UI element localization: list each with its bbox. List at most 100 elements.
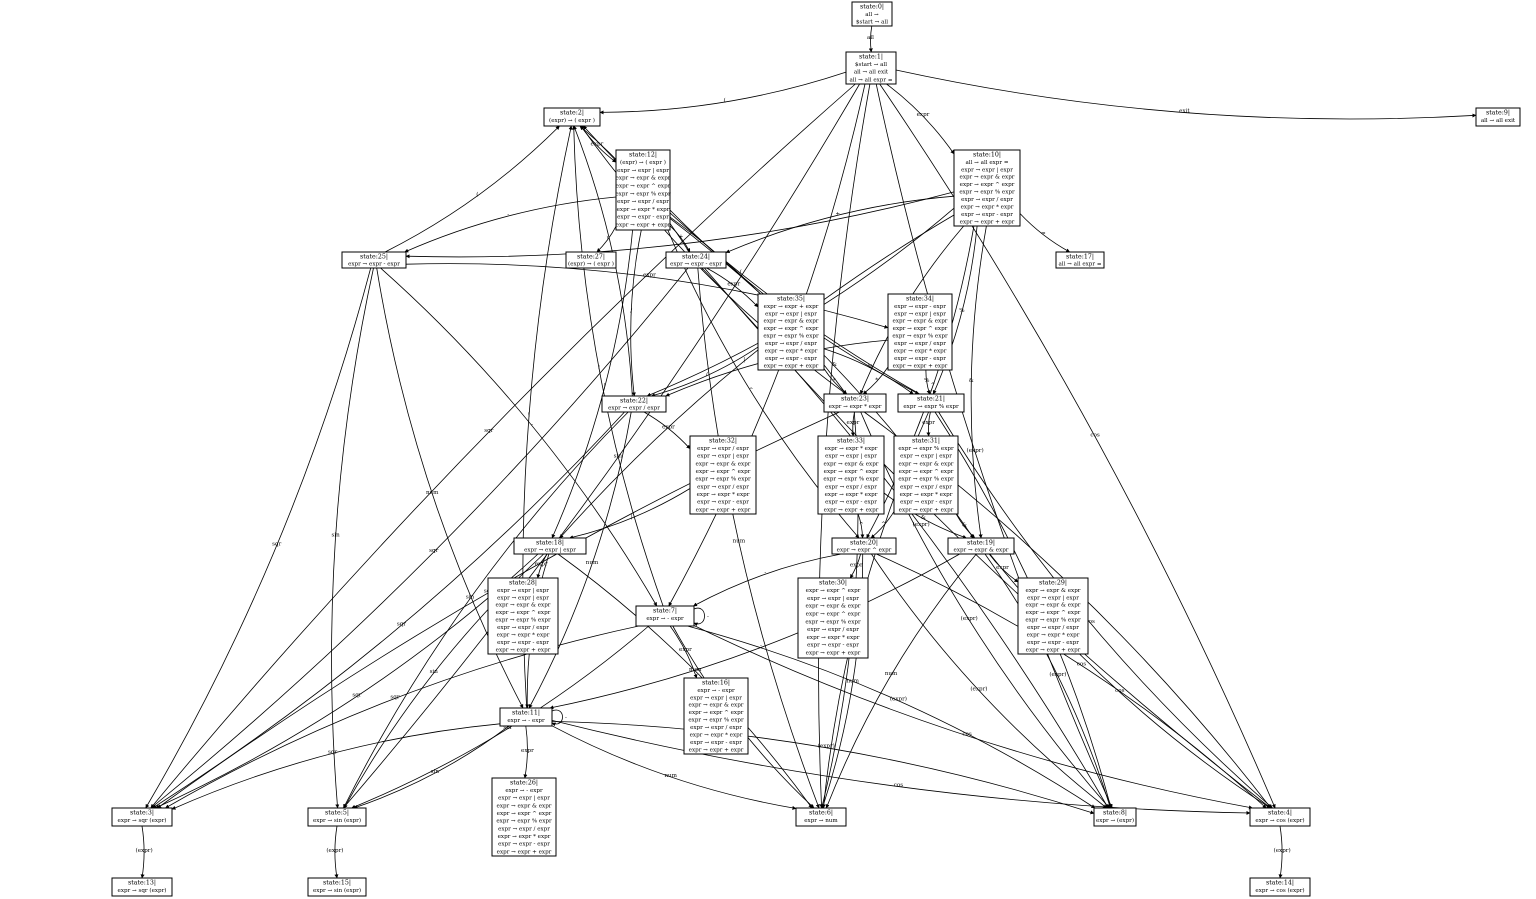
- state-title: state:1|: [859, 54, 883, 61]
- state-node-2: state:2|(expr) → ( expr ): [543, 107, 601, 127]
- state-item: expr → expr * expr: [690, 733, 743, 739]
- state-node-15: state:15|expr → sin (expr): [307, 877, 367, 897]
- state-item: expr → expr ^ expr: [899, 468, 954, 475]
- edge-s18-s6: [557, 553, 813, 809]
- edge-label: %: [924, 378, 929, 384]
- state-item: expr → expr - expr: [807, 643, 859, 649]
- state-item: expr → expr & expr: [893, 319, 948, 325]
- state-item: expr → expr | expr: [690, 695, 742, 701]
- state-item: expr → expr + expr: [496, 647, 551, 653]
- edge-label: (: [598, 365, 600, 372]
- edge-s20-s8: [871, 553, 1108, 809]
- state-box: [487, 577, 559, 655]
- edge-s10-s20: [866, 225, 975, 539]
- state-item: (expr) → ( expr ): [620, 159, 666, 166]
- state-node-9: state:9|all → all exit: [1475, 107, 1521, 127]
- state-box: [893, 435, 959, 515]
- state-item: expr → expr | expr: [961, 167, 1013, 173]
- state-item: expr → expr % expr: [1025, 618, 1081, 624]
- state-item: expr → sqr (expr): [118, 887, 167, 894]
- state-title: state:31|: [912, 438, 940, 445]
- edge-s7-s8: [687, 625, 1096, 809]
- edge-label: ^: [859, 521, 864, 528]
- state-item: expr → expr * expr: [807, 635, 860, 641]
- state-item: all →: [865, 12, 879, 18]
- edge-label: (expr): [136, 847, 153, 854]
- state-box: [797, 577, 869, 659]
- edge-label: sin: [614, 454, 623, 460]
- state-item: expr → sin (expr): [313, 887, 361, 894]
- state-item: expr → expr / expr: [498, 826, 550, 832]
- edge-label: expr: [643, 273, 656, 279]
- edge-label: sin: [466, 595, 475, 601]
- edge-s12-s27: [596, 226, 617, 253]
- state-box: [953, 149, 1021, 227]
- state-title: state:20|: [850, 540, 878, 547]
- edge-s24-s6: [697, 267, 820, 809]
- edge-label: (: [476, 191, 478, 198]
- state-item: expr → expr + expr: [689, 747, 744, 753]
- edge-label: num: [733, 538, 746, 544]
- state-item: expr → expr / expr: [894, 341, 946, 347]
- state-item: expr → expr & expr: [1026, 603, 1081, 609]
- state-item: expr → expr / expr: [961, 197, 1013, 203]
- edge-s11-s26: [523, 725, 528, 779]
- edge-s12-s22: [630, 229, 642, 397]
- state-item: expr → expr % expr: [688, 718, 744, 724]
- edge-label: sqr: [484, 428, 493, 434]
- state-item: expr → sqr (expr): [118, 817, 167, 824]
- state-node-4: state:4|expr → cos (expr): [1249, 807, 1311, 827]
- edge-label: (: [702, 266, 704, 273]
- edge-s34-s21: [925, 369, 931, 395]
- state-item: expr → sin (expr): [313, 817, 361, 824]
- state-item: expr → expr & expr: [696, 461, 751, 467]
- state-node-3: state:3|expr → sqr (expr): [111, 807, 173, 827]
- edge-label: sqr: [352, 692, 361, 698]
- edge-label: (expr): [961, 615, 978, 622]
- state-node-22: state:22|expr → expr / expr: [601, 395, 667, 413]
- edge-s7-s16: [669, 625, 698, 679]
- edge-label: (: [528, 411, 530, 418]
- edge-label: ): [606, 235, 608, 242]
- edge-label: -: [760, 643, 762, 649]
- edge-label: -: [681, 240, 683, 246]
- edge-label: (: [740, 269, 742, 276]
- edge-label: sqr: [272, 542, 281, 548]
- state-item: expr → expr - expr: [498, 842, 550, 848]
- edge-s11-s11: [551, 709, 563, 727]
- edge-s7-s2: [571, 125, 664, 607]
- state-item: expr → expr ^ expr: [1026, 609, 1081, 616]
- edge-label: -: [507, 212, 509, 218]
- state-item: expr → expr & expr: [960, 175, 1015, 181]
- state-item: expr → expr | expr: [825, 454, 877, 460]
- state-box: [1249, 877, 1311, 897]
- edge-s11-s8: [551, 721, 1095, 815]
- state-box: [947, 537, 1015, 555]
- state-item: expr → expr - expr: [825, 500, 877, 506]
- state-item: expr → expr ^ expr: [764, 325, 819, 332]
- state-item: expr → expr - expr: [497, 640, 549, 646]
- state-item: expr → - expr: [507, 718, 545, 724]
- edge-label: num: [689, 667, 702, 673]
- edge-s33-s20: [857, 513, 865, 539]
- edge-s18-s28: [536, 553, 548, 579]
- state-item: expr → expr * expr: [894, 349, 947, 355]
- state-item: expr → expr | expr: [697, 454, 749, 460]
- edge-label: num: [846, 679, 859, 685]
- edge-label: -: [565, 715, 567, 721]
- edge-s7-s7: [693, 607, 705, 627]
- edge-s10-s18: [559, 214, 955, 539]
- state-box: [601, 395, 667, 413]
- state-box: [635, 605, 695, 627]
- edge-s11-s4: [551, 720, 1251, 815]
- state-item: expr → expr % expr: [495, 618, 551, 624]
- edge-s10-s24: [725, 195, 955, 254]
- state-item: expr → expr + expr: [696, 507, 751, 513]
- state-item: expr → cos (expr): [1255, 887, 1304, 894]
- state-item: (expr) → ( expr ): [549, 117, 595, 124]
- state-box: [665, 251, 727, 269]
